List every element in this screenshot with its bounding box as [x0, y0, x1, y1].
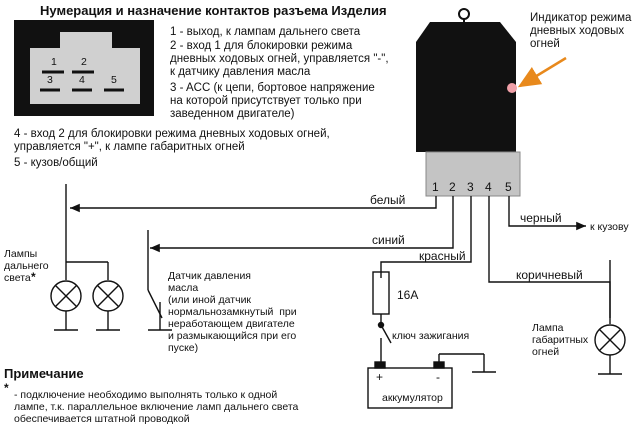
indicator-arrow	[517, 56, 567, 88]
battery-label: аккумулятор	[382, 392, 443, 404]
module-pin-5: 5	[505, 180, 512, 194]
module-pin-3: 3	[467, 180, 474, 194]
battery	[367, 353, 496, 409]
pin-desc-2: 2 - вход 1 для блокировки режима дневных…	[170, 40, 389, 78]
indicator-led	[507, 83, 517, 93]
pin-desc-3: 3 - ACC (к цепи, бортовое напряжение на …	[170, 82, 375, 120]
high-beam-lamps	[50, 184, 124, 331]
pinout-label-2: 2	[81, 56, 87, 68]
connector-housing	[425, 151, 521, 197]
wire-label-white: белый	[370, 193, 406, 207]
battery-minus: -	[436, 370, 440, 384]
note-star: *	[4, 381, 9, 395]
wire-label-brown: коричневый	[516, 268, 583, 282]
relay-module	[416, 8, 521, 197]
pinout-label-4: 4	[79, 74, 85, 86]
page-title: Нумерация и назначение контактов разъема…	[40, 3, 387, 18]
fuse-label: 16A	[397, 288, 419, 302]
parking-lamp-label: Лампа габаритных огней	[532, 322, 589, 358]
ignition-label: ключ зажигания	[392, 330, 470, 342]
pinout-label-3: 3	[47, 74, 53, 86]
pin-desc-5: 5 - кузов/общий	[14, 157, 98, 169]
note-text: - подключение необходимо выполнять тольк…	[14, 389, 299, 425]
wire-label-black: черный	[520, 211, 562, 225]
pin-desc-1: 1 - выход, к лампам дальнего света	[170, 26, 361, 38]
wire-label-blue: синий	[372, 233, 405, 247]
fuse	[372, 271, 390, 322]
note-heading: Примечание	[4, 366, 84, 381]
module-pin-1: 1	[432, 180, 439, 194]
oil-pressure-sensor	[147, 230, 172, 331]
sensor-label: Датчик давления масла (или иной датчик н…	[168, 270, 297, 354]
wire-label-red: красный	[419, 249, 466, 263]
pinout-label-1: 1	[51, 56, 57, 68]
connector-pinout	[14, 20, 154, 116]
pinout-label-5: 5	[111, 74, 117, 86]
to-body-label: к кузову	[590, 221, 629, 233]
high-beam-label: Лампы дальнего света	[4, 248, 49, 284]
indicator-label: Индикатор режима дневных ходовых огней	[530, 12, 632, 50]
parking-lamp	[594, 260, 626, 375]
module-pin-4: 4	[485, 180, 492, 194]
ignition-switch	[377, 321, 392, 362]
pin-desc-4: 4 - вход 2 для блокировки режима дневных…	[14, 128, 330, 153]
module-pin-2: 2	[449, 180, 456, 194]
high-beam-asterisk: *	[31, 270, 36, 284]
battery-plus: +	[376, 370, 384, 384]
